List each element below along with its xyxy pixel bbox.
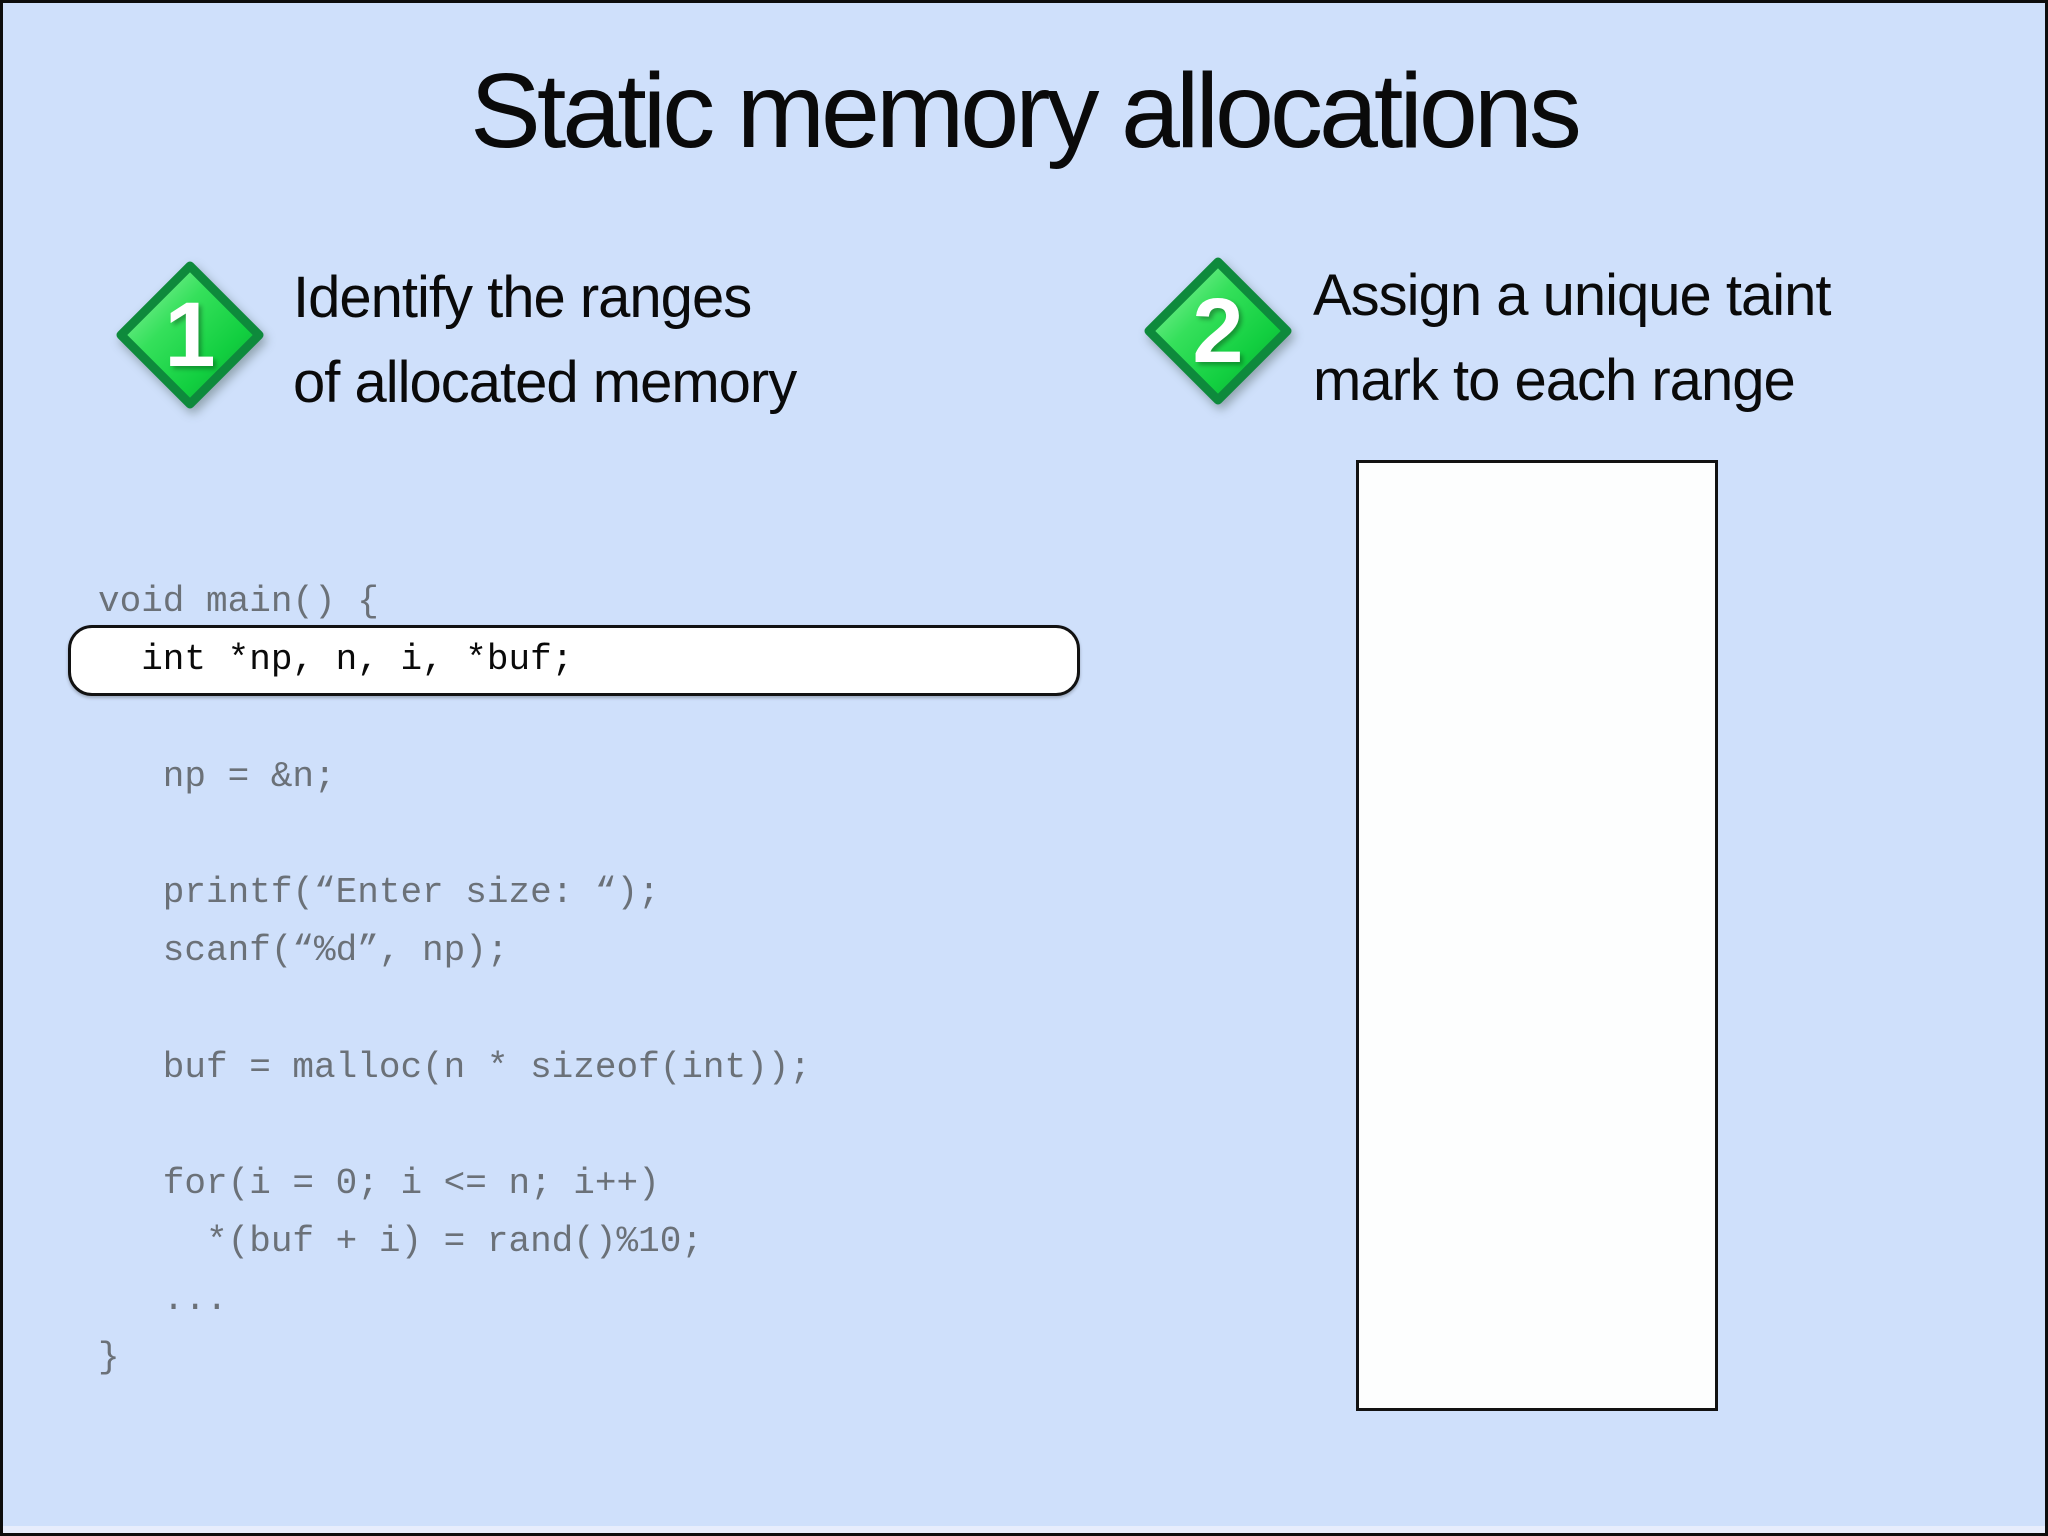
step-2-text-line1: Assign a unique taint xyxy=(1313,263,1831,328)
code-line xyxy=(98,689,811,747)
code-line-highlighted: int *np, n, i, *buf; xyxy=(98,639,574,681)
step-1-number: 1 xyxy=(164,283,216,386)
step-2-badge: 2 xyxy=(1143,256,1293,406)
code-line: for(i = 0; i <= n; i++) xyxy=(98,1162,660,1204)
code-line xyxy=(98,980,811,1038)
diamond-1-icon xyxy=(116,261,264,409)
taint-mark-box xyxy=(1356,460,1718,1411)
step-2-text-line2: mark to each range xyxy=(1313,348,1796,413)
code-line: void main() { xyxy=(98,581,379,622)
code-line: printf(“Enter size: “); xyxy=(98,871,660,913)
step-1-text-line1: Identify the ranges xyxy=(293,265,752,330)
code-line: np = &n; xyxy=(98,755,336,797)
code-line xyxy=(98,1097,811,1155)
code-block: void main() { int *np, n, i, *buf; np = … xyxy=(98,573,811,1388)
bottom-strip xyxy=(3,1526,2045,1533)
code-line: buf = malloc(n * sizeof(int)); xyxy=(98,1046,811,1088)
step-1-badge: 1 xyxy=(115,260,265,410)
code-line xyxy=(98,806,811,864)
diamond-2-icon xyxy=(1144,257,1292,405)
code-line: *(buf + i) = rand()%10; xyxy=(98,1221,703,1263)
code-line: scanf(“%d”, np); xyxy=(98,930,509,972)
step-1-text-line2: of allocated memory xyxy=(293,350,797,415)
step-2-text: Assign a unique taint mark to each range xyxy=(1313,253,1831,423)
highlight-box xyxy=(68,625,1080,696)
code-line: } xyxy=(98,1337,120,1379)
code-line: ... xyxy=(98,1279,228,1321)
step-2-number: 2 xyxy=(1192,279,1244,382)
step-1-text: Identify the ranges of allocated memory xyxy=(293,255,797,425)
page-title: Static memory allocations xyxy=(470,52,1582,170)
